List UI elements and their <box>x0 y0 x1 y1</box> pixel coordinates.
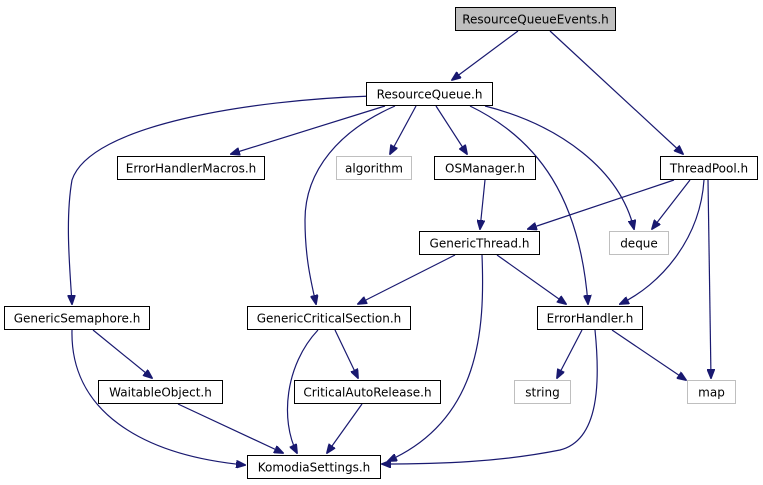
node-error-handler[interactable]: ErrorHandler.h <box>537 306 643 330</box>
node-label: ErrorHandlerMacros.h <box>126 162 257 176</box>
node-box <box>247 306 411 330</box>
node-resource-queue-events[interactable]: ResourceQueueEvents.h <box>455 7 616 31</box>
node-label: algorithm <box>345 162 403 176</box>
node-waitable-object[interactable]: WaitableObject.h <box>98 380 223 404</box>
node-critical-auto-release[interactable]: CriticalAutoRelease.h <box>294 380 441 404</box>
node-box <box>609 231 669 255</box>
node-box <box>537 306 643 330</box>
edge-resource-queue-to-generic-critical-section <box>304 105 396 304</box>
node-generic-critical-section[interactable]: GenericCriticalSection.h <box>247 306 411 330</box>
edge-critical-auto-release-to-komodia-settings <box>327 403 363 453</box>
edges-layer <box>68 30 711 465</box>
edge-osmanager-to-generic-thread <box>480 179 486 229</box>
edge-resource-queue-to-error-handler-macros <box>231 105 386 154</box>
edge-resource-queue-to-deque <box>484 105 634 229</box>
node-resource-queue[interactable]: ResourceQueue.h <box>366 82 493 106</box>
node-label: GenericThread.h <box>430 237 530 251</box>
node-generic-semaphore[interactable]: GenericSemaphore.h <box>4 306 150 330</box>
node-label: string <box>525 386 559 400</box>
node-string[interactable]: string <box>514 380 571 404</box>
edge-generic-critical-section-to-komodia-settings <box>286 329 319 453</box>
edge-thread-pool-to-map <box>708 179 711 378</box>
node-label: GenericCriticalSection.h <box>257 312 402 326</box>
node-label: CriticalAutoRelease.h <box>303 386 431 400</box>
edge-waitable-object-to-komodia-settings <box>177 403 283 453</box>
node-label: ErrorHandler.h <box>547 312 634 326</box>
node-thread-pool[interactable]: ThreadPool.h <box>660 156 758 180</box>
node-box <box>366 82 493 106</box>
node-box <box>687 380 736 404</box>
edge-resource-queue-events-to-resource-queue <box>452 30 519 80</box>
node-label: OSManager.h <box>445 162 525 176</box>
node-box <box>419 231 540 255</box>
edge-generic-critical-section-to-critical-auto-release <box>334 329 358 378</box>
node-deque[interactable]: deque <box>609 231 669 255</box>
node-box <box>117 156 265 180</box>
node-osmanager[interactable]: OSManager.h <box>434 156 536 180</box>
edge-generic-semaphore-to-komodia-settings <box>71 329 245 465</box>
node-box <box>336 156 412 180</box>
edge-resource-queue-to-error-handler <box>469 105 588 304</box>
node-box <box>294 380 441 404</box>
node-label: WaitableObject.h <box>109 386 212 400</box>
node-box <box>514 380 571 404</box>
edge-thread-pool-to-error-handler <box>620 179 705 304</box>
nodes-layer: ResourceQueueEvents.hResourceQueue.hThre… <box>4 7 758 479</box>
node-algorithm[interactable]: algorithm <box>336 156 412 180</box>
edge-resource-queue-events-to-thread-pool <box>549 30 683 154</box>
node-box <box>247 455 381 479</box>
edge-generic-semaphore-to-waitable-object <box>92 329 152 378</box>
edge-generic-thread-to-generic-critical-section <box>358 254 456 304</box>
node-error-handler-macros[interactable]: ErrorHandlerMacros.h <box>117 156 265 180</box>
node-box <box>660 156 758 180</box>
node-label: ResourceQueue.h <box>377 88 483 102</box>
node-label: ThreadPool.h <box>669 162 748 176</box>
node-box <box>455 7 616 31</box>
node-box <box>4 306 150 330</box>
node-label: KomodiaSettings.h <box>258 461 371 475</box>
node-label: GenericSemaphore.h <box>14 312 141 326</box>
node-map[interactable]: map <box>687 380 736 404</box>
node-box <box>98 380 223 404</box>
edge-resource-queue-to-osmanager <box>435 105 467 154</box>
edge-thread-pool-to-generic-thread <box>528 179 675 229</box>
edge-error-handler-to-komodia-settings <box>382 329 598 464</box>
node-label: map <box>698 386 725 400</box>
edge-error-handler-to-map <box>611 329 686 380</box>
node-generic-thread[interactable]: GenericThread.h <box>419 231 540 255</box>
node-komodia-settings[interactable]: KomodiaSettings.h <box>247 455 381 479</box>
node-box <box>434 156 536 180</box>
edge-generic-thread-to-error-handler <box>496 254 566 304</box>
edge-resource-queue-to-generic-semaphore <box>68 95 373 304</box>
edge-error-handler-to-string <box>557 329 583 378</box>
edge-resource-queue-to-algorithm <box>390 105 417 154</box>
edge-generic-thread-to-komodia-settings <box>388 254 484 461</box>
node-label: ResourceQueueEvents.h <box>462 13 609 27</box>
edge-thread-pool-to-deque <box>652 179 691 229</box>
node-label: deque <box>620 237 658 251</box>
